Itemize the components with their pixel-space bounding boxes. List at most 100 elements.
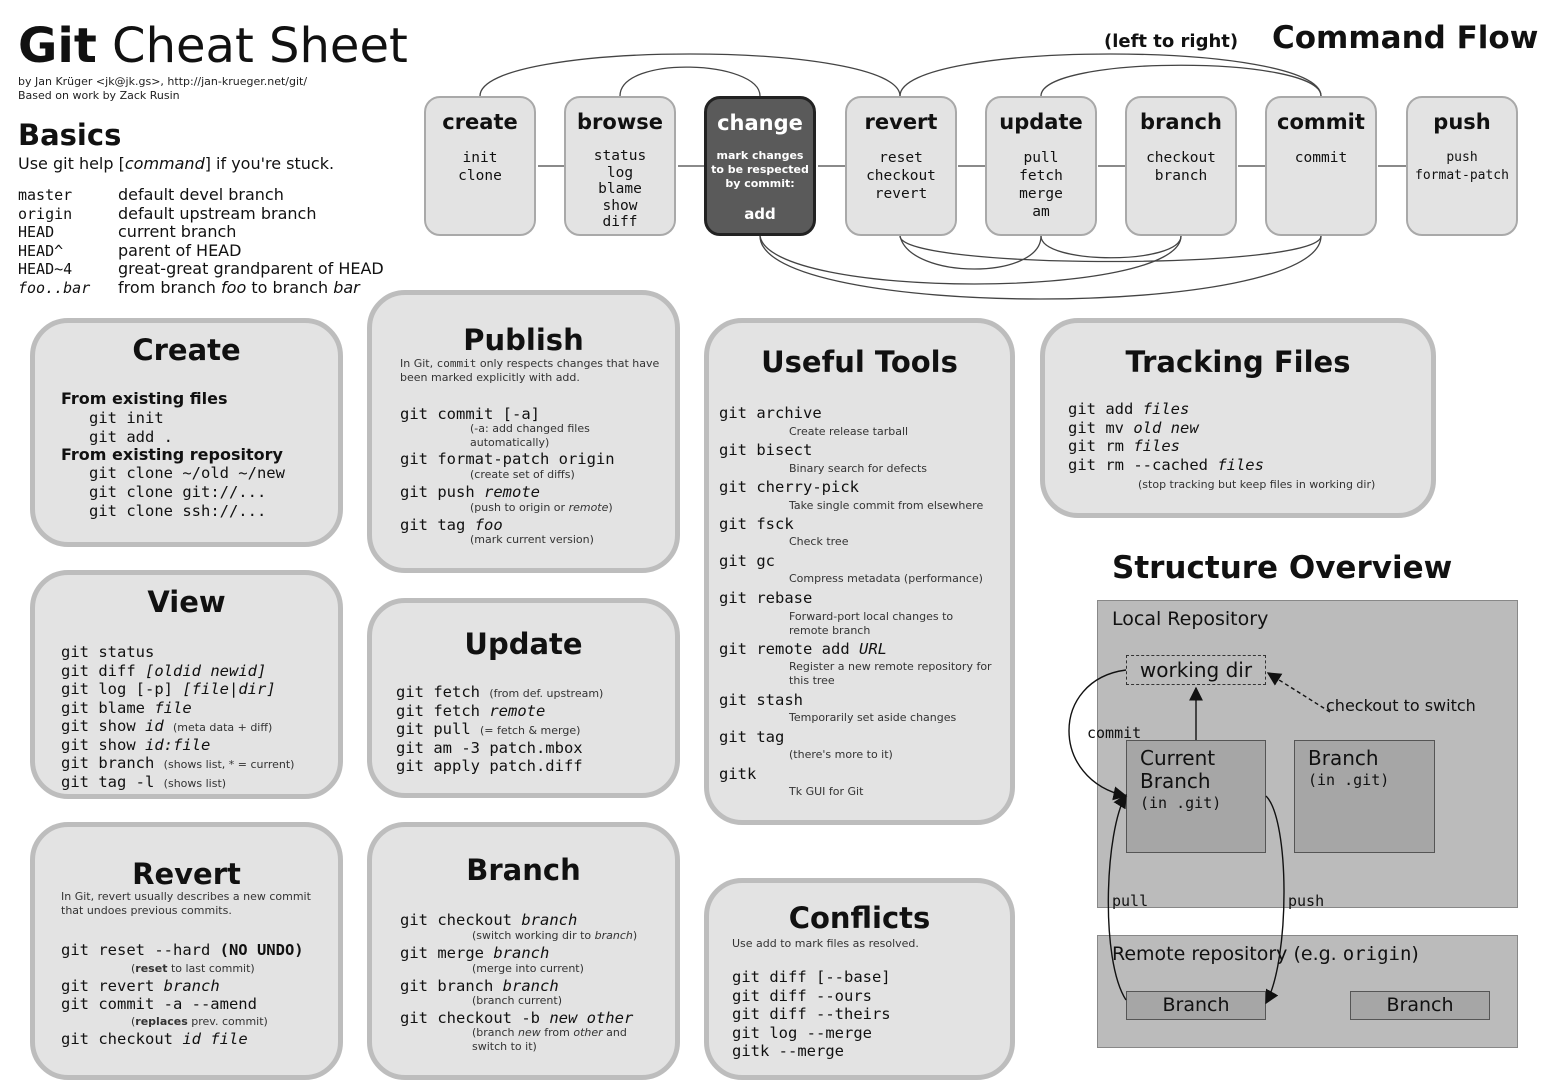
branch-note: (branch — [472, 1026, 519, 1039]
tool-cmd: git cherry-pick — [719, 478, 859, 496]
create-cmd: git add . — [89, 427, 173, 446]
tool-cmd: git stash — [719, 691, 803, 709]
view-cmd: git show — [61, 717, 145, 735]
flow-step-commands: checkout branch — [1146, 150, 1216, 184]
basics-key: master — [18, 186, 73, 204]
tool-cmd: git remote add — [719, 640, 859, 658]
publish-intro-text: . — [576, 371, 580, 384]
update-line: git pull (= fetch & merge) — [396, 720, 603, 739]
current-branch-label: Current — [1140, 746, 1216, 770]
tracking-line: git rm files — [1068, 437, 1264, 456]
update-section: Update git fetch (from def. upstream) gi… — [367, 598, 680, 798]
revert-intro: In Git, revert usually describes a new c… — [61, 890, 311, 917]
view-line: git log [-p] [file|dir] — [61, 680, 294, 699]
revert-checkout-line: git checkout id file — [61, 1030, 248, 1049]
update-note: (from def. upstream) — [489, 687, 604, 700]
basics-desc: from branch — [118, 277, 222, 297]
revert-reset-note: (reset to last commit) — [131, 962, 255, 975]
basics-help: Use git help [command] if you're stuck. — [18, 154, 334, 173]
branch-note: (switch working dir to — [472, 929, 595, 942]
view-cmd: git status — [61, 643, 155, 661]
basics-desc-foo: foo — [221, 277, 247, 297]
publish-intro-text: In Git, — [400, 357, 437, 370]
current-branch-box: Current Branch (in .git) — [1126, 740, 1266, 853]
revert-section: Revert In Git, revert usually describes … — [30, 822, 343, 1080]
tool-note: (there's more to it) — [789, 748, 893, 761]
flow-step-revert: revert reset checkout revert — [845, 96, 957, 236]
revert-note: to last commit) — [167, 962, 255, 975]
branch-merge-line: git merge branch — [400, 944, 549, 963]
conflicts-cmd: git diff [--base] — [732, 968, 891, 986]
branch-note: from — [540, 1026, 574, 1039]
flow-step-change: change mark changes to be respected by c… — [704, 96, 816, 236]
flow-step-commands: push format-patch — [1415, 150, 1509, 183]
conflicts-cmd: git diff --theirs — [732, 1005, 891, 1023]
tool-arg: URL — [858, 640, 887, 658]
update-line: git fetch remote — [396, 702, 603, 721]
revert-cmd: git checkout — [61, 1030, 183, 1048]
create-cmd: git clone ~/old ~/new — [89, 464, 285, 482]
revert-arg: branch — [163, 977, 220, 995]
basics-desc: default upstream branch — [118, 203, 317, 223]
revert-amend-note: (replaces prev. commit) — [131, 1015, 268, 1028]
view-cmd: git show — [61, 735, 145, 754]
conflicts-intro: Use add to mark files as resolved. — [732, 937, 919, 950]
flow-step-title: change — [717, 111, 803, 135]
basics-desc: current branch — [118, 222, 237, 241]
section-title: Update — [464, 627, 583, 661]
tracking-cmd: git rm --cached — [1068, 455, 1218, 474]
publish-commit-note: (-a: add changed files automatically) — [470, 422, 590, 449]
flow-step-title: create — [442, 110, 518, 134]
tool-cmd: git archive — [719, 404, 822, 422]
update-lines: git fetch (from def. upstream) git fetch… — [396, 683, 603, 776]
tool-note: Take single commit from elsewhere — [789, 499, 984, 512]
flow-step-commands: add — [744, 205, 776, 223]
tool-remote-line: git remote add URL — [719, 640, 887, 659]
author-line: by Jan Krüger <jk@jk.gs>, http://jan-kru… — [18, 75, 308, 88]
branch-cmd: git checkout -b — [400, 1009, 550, 1027]
basics-key: origin — [18, 204, 73, 223]
tool-cmd: git gc — [719, 552, 775, 570]
flow-step-title: commit — [1277, 110, 1365, 134]
publish-commit-cmd: git commit [-a] — [400, 405, 540, 423]
tracking-lines: git add files git mv old new git rm file… — [1068, 400, 1264, 474]
tool-cmd: git fsck — [719, 515, 794, 533]
branch-cmd: git branch — [400, 977, 503, 995]
title-rest: Cheat Sheet — [96, 18, 408, 74]
checkout-to-switch-label: checkout to switch — [1326, 696, 1476, 715]
push-arrow — [1265, 795, 1285, 1005]
branch-merge-note: (merge into current) — [472, 962, 584, 975]
create-cmd: git clone git://... — [89, 483, 267, 501]
create-from-files: From existing files — [61, 389, 228, 408]
view-line: git blame file — [61, 699, 294, 718]
flow-step-commands: commit — [1294, 150, 1348, 166]
current-branch-label: Branch — [1140, 769, 1211, 793]
tracking-line: git mv old new — [1068, 419, 1264, 438]
tool-note: Binary search for defects — [789, 462, 927, 475]
branch-checkout-note: (switch working dir to branch) — [472, 929, 637, 943]
branch-note: and switch to it) — [472, 1026, 627, 1053]
branch-note-arg: new — [518, 1026, 541, 1039]
commit-loop-arrow — [1068, 669, 1128, 801]
tracking-arg: old new — [1133, 418, 1199, 437]
publish-push-line: git push remote — [400, 483, 540, 502]
revert-no-undo: (NO UNDO) — [219, 941, 304, 959]
flow-step-create: create init clone — [424, 96, 536, 236]
tracking-arg: files — [1142, 400, 1190, 418]
update-cmd: git apply patch.diff — [396, 757, 583, 775]
update-note: (= fetch & merge) — [480, 724, 581, 737]
conflicts-section: Conflicts Use add to mark files as resol… — [704, 878, 1015, 1080]
flow-step-commit: commit commit — [1265, 96, 1377, 236]
view-note: (meta data + diff) — [173, 721, 273, 734]
branch-section: Branch git checkout branch (switch worki… — [367, 822, 680, 1080]
branch-note: ) — [632, 929, 638, 942]
publish-format-patch-note: (create set of diffs) — [470, 468, 575, 481]
section-title: Branch — [466, 853, 581, 887]
flow-step-commands: status log blame show diff — [593, 148, 647, 230]
flow-step-note: mark changes to be respected by commit: — [711, 149, 809, 190]
view-lines: git status git diff [oldid newid] git lo… — [61, 643, 294, 791]
revert-cmd: git reset --hard — [61, 941, 220, 959]
remote-branch-box: Branch — [1350, 991, 1490, 1020]
